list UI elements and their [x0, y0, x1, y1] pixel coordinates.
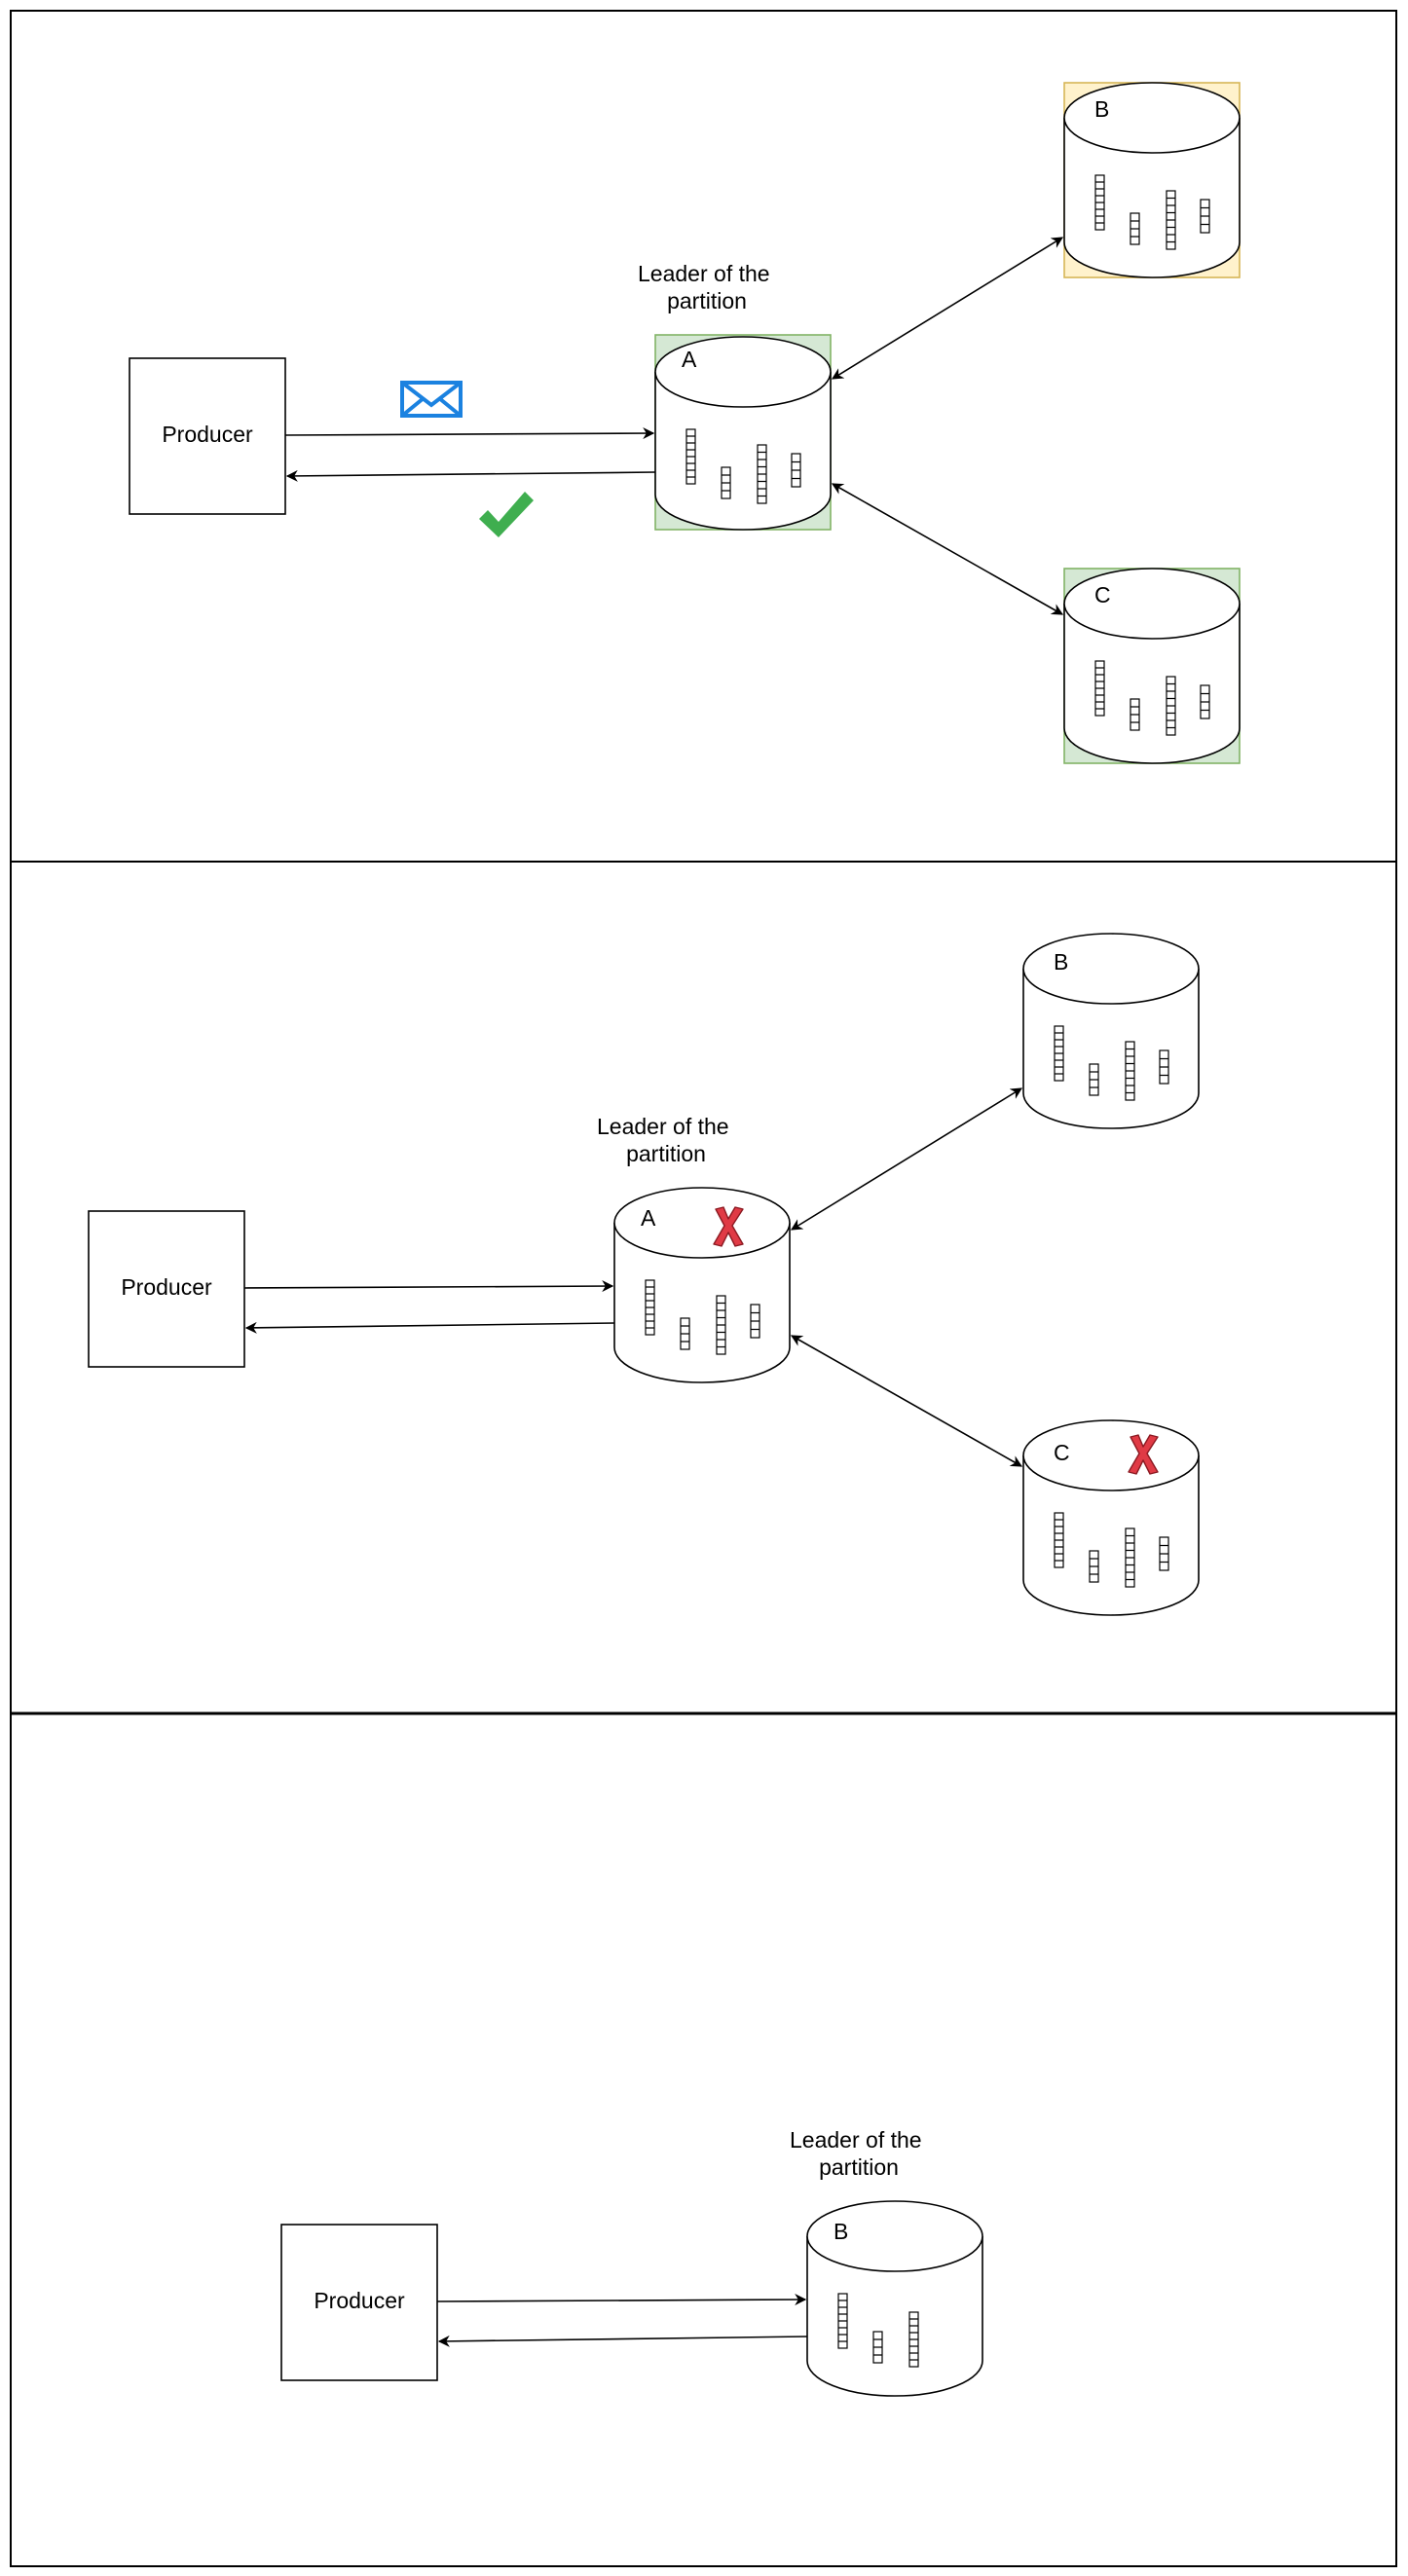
replication-arrow-a-b: [831, 237, 1064, 380]
partition-log-bars: [1094, 174, 1210, 250]
broker-a-cylinder[interactable]: A: [654, 336, 832, 531]
panel-3: Producer Leader of the partition B: [10, 1711, 1397, 2567]
broker-b-cylinder[interactable]: B: [1063, 82, 1241, 278]
broker-c-cylinder[interactable]: C: [1022, 1419, 1200, 1616]
producer-box[interactable]: [129, 357, 286, 515]
failure-cross-icon: [1128, 1434, 1159, 1475]
envelope-icon: [400, 381, 463, 418]
partition-log-bars: [1094, 660, 1210, 736]
broker-b-label: B: [1054, 949, 1068, 975]
broker-a-cylinder[interactable]: A: [613, 1187, 791, 1383]
replication-arrow-a-b: [790, 1087, 1023, 1231]
failure-cross-icon: [713, 1206, 744, 1247]
ack-response-arrow: [285, 469, 656, 482]
produce-request-arrow: [284, 427, 655, 440]
broker-c-cylinder[interactable]: C: [1063, 568, 1241, 764]
ack-response-arrow: [437, 2335, 808, 2347]
producer-label: Producer: [314, 2288, 405, 2313]
partition-log-bars: [685, 428, 801, 504]
broker-a-label: A: [682, 347, 697, 372]
partition-log-bars: [837, 2293, 919, 2368]
replication-arrow-a-c: [790, 1335, 1023, 1467]
partition-log-bars: [1054, 1025, 1169, 1101]
broker-a-label: A: [641, 1205, 656, 1231]
broker-b-label: B: [1094, 96, 1109, 122]
broker-b-cylinder[interactable]: B: [806, 2200, 983, 2397]
leader-caption: Leader of the partition: [597, 1114, 735, 1166]
checkmark-icon: [479, 492, 534, 537]
broker-c-label: C: [1054, 1440, 1070, 1465]
broker-b-label: B: [834, 2219, 848, 2244]
broker-b-cylinder[interactable]: B: [1022, 933, 1200, 1129]
panel-1: Producer Leader of the partition A: [10, 10, 1397, 863]
panel-3-frame: [10, 1712, 1397, 2567]
partition-log-bars: [1054, 1512, 1169, 1588]
produce-request-arrow: [436, 2294, 807, 2306]
panel-2: Producer Leader of the partition A: [10, 861, 1397, 1714]
produce-request-arrow: [243, 1280, 614, 1293]
producer-box[interactable]: [280, 2224, 438, 2381]
producer-box[interactable]: [88, 1210, 245, 1368]
ack-response-arrow: [244, 1321, 615, 1334]
producer-label: Producer: [121, 1274, 212, 1300]
producer-label: Producer: [162, 422, 253, 447]
partition-log-bars: [645, 1279, 760, 1355]
leader-caption: Leader of the partition: [790, 2127, 928, 2180]
replication-arrow-a-c: [831, 483, 1064, 615]
broker-c-label: C: [1094, 582, 1111, 607]
leader-caption: Leader of the partition: [638, 261, 776, 313]
